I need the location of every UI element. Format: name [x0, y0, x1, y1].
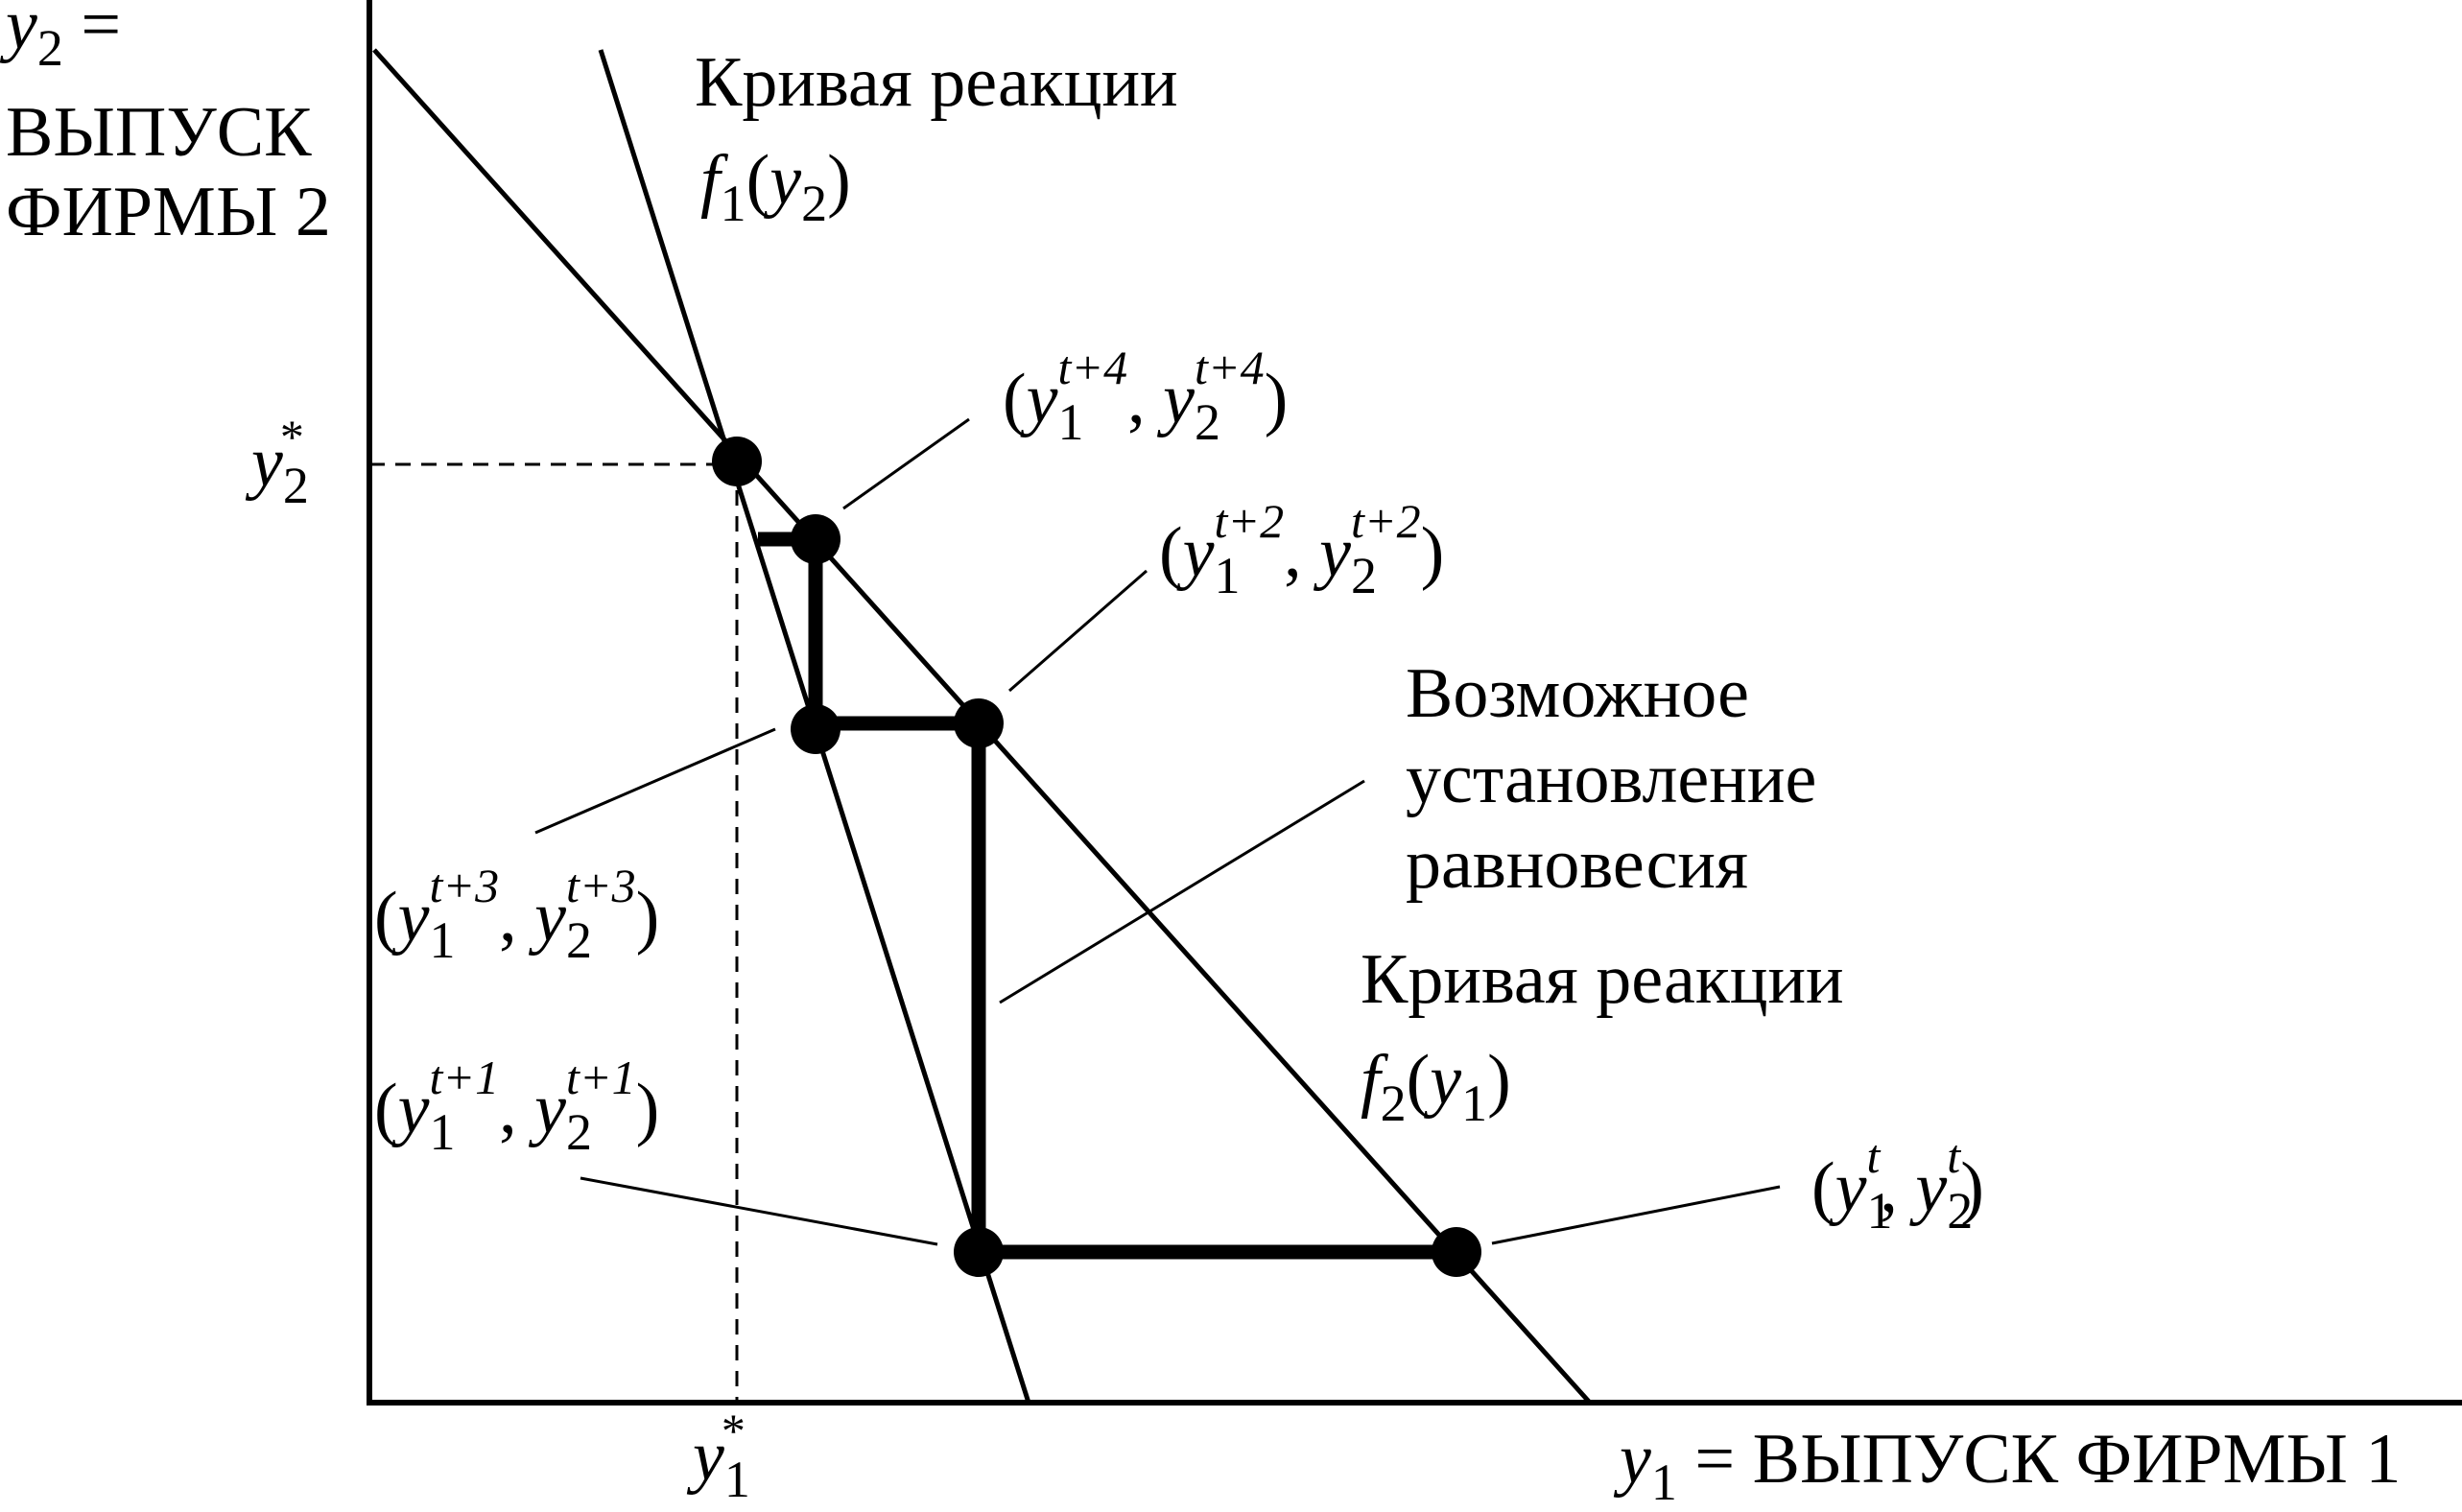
leader-annotation: [999, 779, 1365, 1004]
equilibrium-guides: [369, 462, 739, 1403]
leader-point-t3: [534, 727, 776, 835]
points: [712, 437, 1481, 1277]
point-label-t2: (y1t+2, y2t+2): [1159, 494, 1444, 604]
annotation-line1: Возможное: [1406, 654, 1749, 733]
f1-curve-function: f1(y2): [700, 141, 851, 232]
leader-point-t1: [580, 1176, 938, 1246]
point-label-t1: (y1t+1, y2t+1): [374, 1051, 659, 1161]
point-t: [1432, 1227, 1481, 1277]
x-axis-label: y1 = ВЫПУСК ФИРМЫ 1: [1613, 1420, 2401, 1511]
f2-curve-title: Кривая реакции: [1361, 940, 1844, 1019]
point-t1: [954, 1227, 1004, 1277]
point-label-t3: (y1t+3, y2t+3): [374, 859, 659, 969]
adjustment-path: [758, 532, 1456, 1260]
leader-point-t2: [1008, 569, 1148, 693]
point-equilibrium: [712, 437, 762, 486]
axes: [367, 0, 2462, 1406]
annotation-line2: установление: [1406, 740, 1816, 818]
point-t3: [791, 704, 840, 754]
leader-point-t4: [842, 417, 970, 510]
f2-curve-function: f2(y1): [1361, 1041, 1511, 1132]
point-t2: [954, 698, 1004, 748]
y-axis-label-line2: ВЫПУСК: [6, 93, 312, 172]
y-axis-label-line3: ФИРМЫ 2: [6, 173, 331, 251]
point-label-t: (y1t, y2t): [1811, 1129, 1984, 1240]
y-axis-label-line1: y2 =: [0, 0, 121, 77]
annotation-line3: равновесия: [1406, 825, 1748, 904]
leader-point-t: [1491, 1185, 1781, 1245]
leader-lines: [534, 417, 1781, 1246]
x-star-label: y1*: [686, 1404, 750, 1508]
point-t4: [791, 514, 840, 564]
cobweb-path: [758, 532, 1456, 1260]
y-star-label: y2*: [245, 410, 309, 514]
f1-curve-title: Кривая реакции: [695, 43, 1178, 122]
point-label-t4: (y1t+4, y2t+4): [1003, 341, 1288, 451]
